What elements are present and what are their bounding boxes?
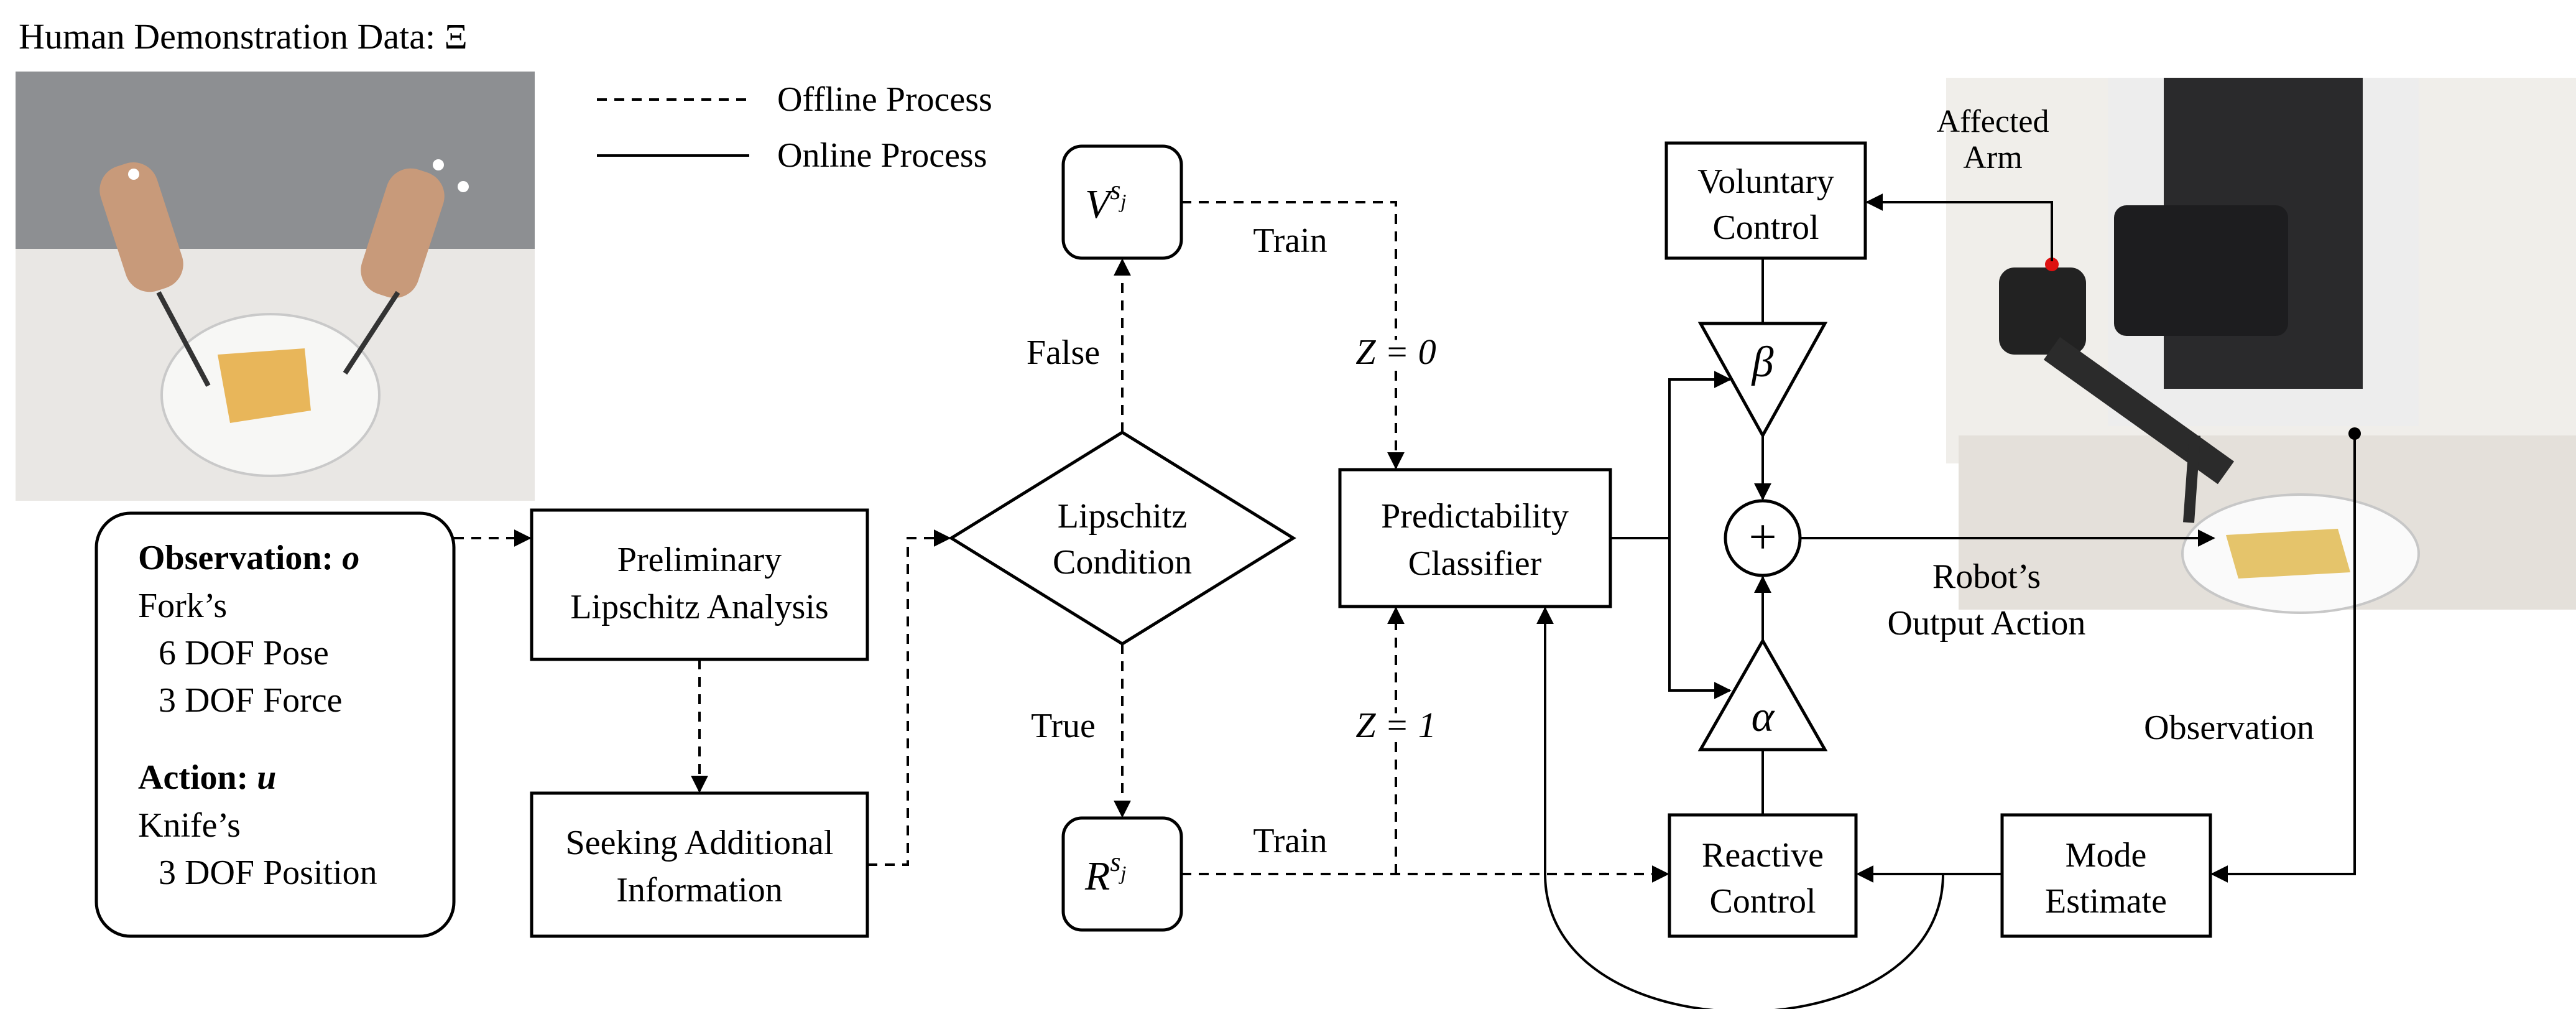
online-edges: [1536, 193, 2356, 1009]
label-z0: Z = 0: [1355, 332, 1436, 372]
edge-robot-to-mode: [2210, 435, 2356, 883]
label-affected-arm-2: Arm: [1963, 140, 2022, 175]
offline-edges: [454, 201, 1669, 883]
v-node-label: Vsj: [1085, 175, 1126, 227]
voluntary-control-box: Voluntary Control: [1664, 141, 1867, 260]
preliminary-analysis-box: Preliminary Lipschitz Analysis: [530, 508, 869, 661]
robot-exoskeleton-photo: [1946, 78, 2576, 614]
v-node: Vsj: [1061, 144, 1183, 260]
edge-classifier-to-beta: [1610, 371, 1732, 539]
alpha-gain: α: [1697, 637, 1828, 751]
seeking-line-1: Seeking Additional: [566, 824, 834, 862]
label-false: False: [1027, 333, 1100, 372]
beta-gain: β: [1697, 322, 1828, 439]
mode-line-1: Mode: [2066, 836, 2147, 875]
label-train-top: Train: [1253, 221, 1327, 260]
label-robot-output-2: Output Action: [1888, 604, 2086, 643]
preliminary-line-2: Lipschitz Analysis: [570, 588, 828, 626]
alpha-symbol: α: [1752, 693, 1775, 741]
r-node-label: Rsj: [1084, 847, 1126, 899]
observation-label: Observation:o: [138, 539, 359, 577]
knife-label: Knife’s: [138, 806, 241, 845]
legend-online-label: Online Process: [777, 136, 987, 175]
fork-pose: 6 DOF Pose: [159, 634, 329, 672]
sum-symbol: +: [1748, 510, 1776, 565]
human-demonstration-photo: [16, 72, 535, 501]
reactive-control-box: Reactive Control: [1668, 813, 1858, 938]
predictability-classifier-box: Predictability Classifier: [1338, 468, 1612, 608]
voluntary-line-2: Control: [1712, 208, 1819, 247]
label-observation: Observation: [2144, 709, 2314, 747]
fork-force: 3 DOF Force: [159, 681, 343, 720]
demonstration-title: Human Demonstration Data: Ξ: [19, 16, 468, 57]
fork-label: Fork’s: [138, 587, 227, 625]
voluntary-line-1: Voluntary: [1697, 162, 1834, 201]
classifier-line-1: Predictability: [1381, 497, 1569, 536]
observation-action-box: Observation:o Fork’s 6 DOF Pose 3 DOF Fo…: [95, 511, 456, 938]
edge-seeking-to-lipschitz: [867, 529, 951, 866]
edge-arm-to-voluntary: [1865, 193, 2053, 211]
label-true: True: [1031, 707, 1096, 745]
knife-position: 3 DOF Position: [159, 853, 377, 892]
lipschitz-condition-diamond: Lipschitz Condition: [948, 430, 1296, 646]
action-label: Action:u: [138, 758, 276, 797]
r-node: Rsj: [1061, 816, 1183, 932]
edge-loop-to-classifier: [1536, 607, 1944, 1009]
seeking-line-2: Information: [616, 871, 782, 909]
edge-classifier-to-alpha: [1668, 538, 1732, 699]
beta-symbol: β: [1751, 338, 1774, 386]
preliminary-line-1: Preliminary: [617, 541, 782, 579]
lipschitz-line-2: Condition: [1053, 543, 1192, 582]
edge-v-to-classifier: [1181, 201, 1405, 470]
lipschitz-line-1: Lipschitz: [1058, 497, 1187, 536]
reactive-line-2: Control: [1709, 882, 1816, 921]
label-robot-output-1: Robot’s: [1932, 557, 2041, 596]
mode-line-2: Estimate: [2045, 882, 2167, 921]
label-z1: Z = 1: [1355, 705, 1436, 745]
label-affected-arm-1: Affected: [1937, 104, 2049, 139]
label-train-bottom: Train: [1253, 822, 1327, 860]
legend: Offline Process Online Process: [597, 80, 992, 175]
reactive-line-1: Reactive: [1702, 836, 1824, 875]
classifier-line-2: Classifier: [1408, 544, 1542, 583]
legend-offline-label: Offline Process: [777, 80, 992, 119]
mode-estimate-box: Mode Estimate: [2000, 813, 2212, 938]
seeking-information-box: Seeking Additional Information: [530, 791, 869, 938]
sum-junction: +: [1724, 499, 1802, 577]
